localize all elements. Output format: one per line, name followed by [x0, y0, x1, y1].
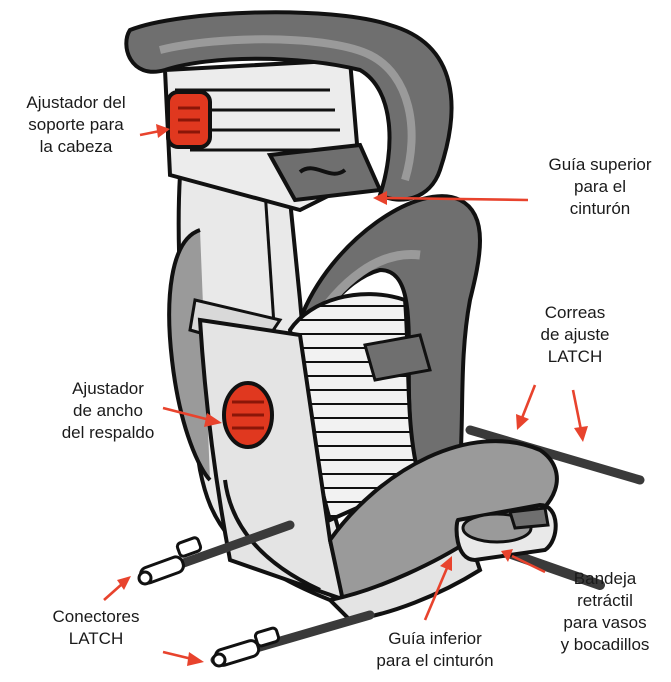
label-line: del respaldo — [48, 422, 168, 444]
latch-straps-label: Correas de ajuste LATCH — [520, 302, 630, 368]
label-line: Guía superior — [530, 154, 670, 176]
cup-tray-label: Bandeja retráctil para vasos y bocadillo… — [546, 568, 664, 656]
label-line: de ajuste — [520, 324, 630, 346]
lower-belt-guide-label: Guía inferior para el cinturón — [350, 628, 520, 672]
label-line: retráctil — [546, 590, 664, 612]
headrest-adjuster-label: Ajustador del soporte para la cabeza — [6, 92, 146, 158]
label-line: y bocadillos — [546, 634, 664, 656]
label-line: Ajustador del — [6, 92, 146, 114]
headrest-block — [126, 12, 451, 210]
label-line: LATCH — [520, 346, 630, 368]
label-line: Correas — [520, 302, 630, 324]
arrow-latch-strap-2 — [573, 390, 588, 442]
label-line: la cabeza — [6, 136, 146, 158]
upper-belt-guide-label: Guía superior para el cinturón — [530, 154, 670, 220]
arrow-latch-connector-upper — [104, 576, 131, 600]
arrow-latch-strap-1 — [516, 385, 535, 430]
arrow-latch-connector-lower — [163, 652, 204, 666]
backrest-width-adjuster-label: Ajustador de ancho del respaldo — [48, 378, 168, 444]
label-line: Bandeja — [546, 568, 664, 590]
label-line: soporte para — [6, 114, 146, 136]
label-line: cinturón — [530, 198, 670, 220]
label-line: LATCH — [38, 628, 154, 650]
label-line: Ajustador — [48, 378, 168, 400]
label-line: Guía inferior — [350, 628, 520, 650]
latch-connectors-label: Conectores LATCH — [38, 606, 154, 650]
label-line: para el — [530, 176, 670, 198]
label-line: de ancho — [48, 400, 168, 422]
lower-belt-guide-clip — [365, 335, 430, 380]
label-line: para vasos — [546, 612, 664, 634]
label-line: Conectores — [38, 606, 154, 628]
label-line: para el cinturón — [350, 650, 520, 672]
